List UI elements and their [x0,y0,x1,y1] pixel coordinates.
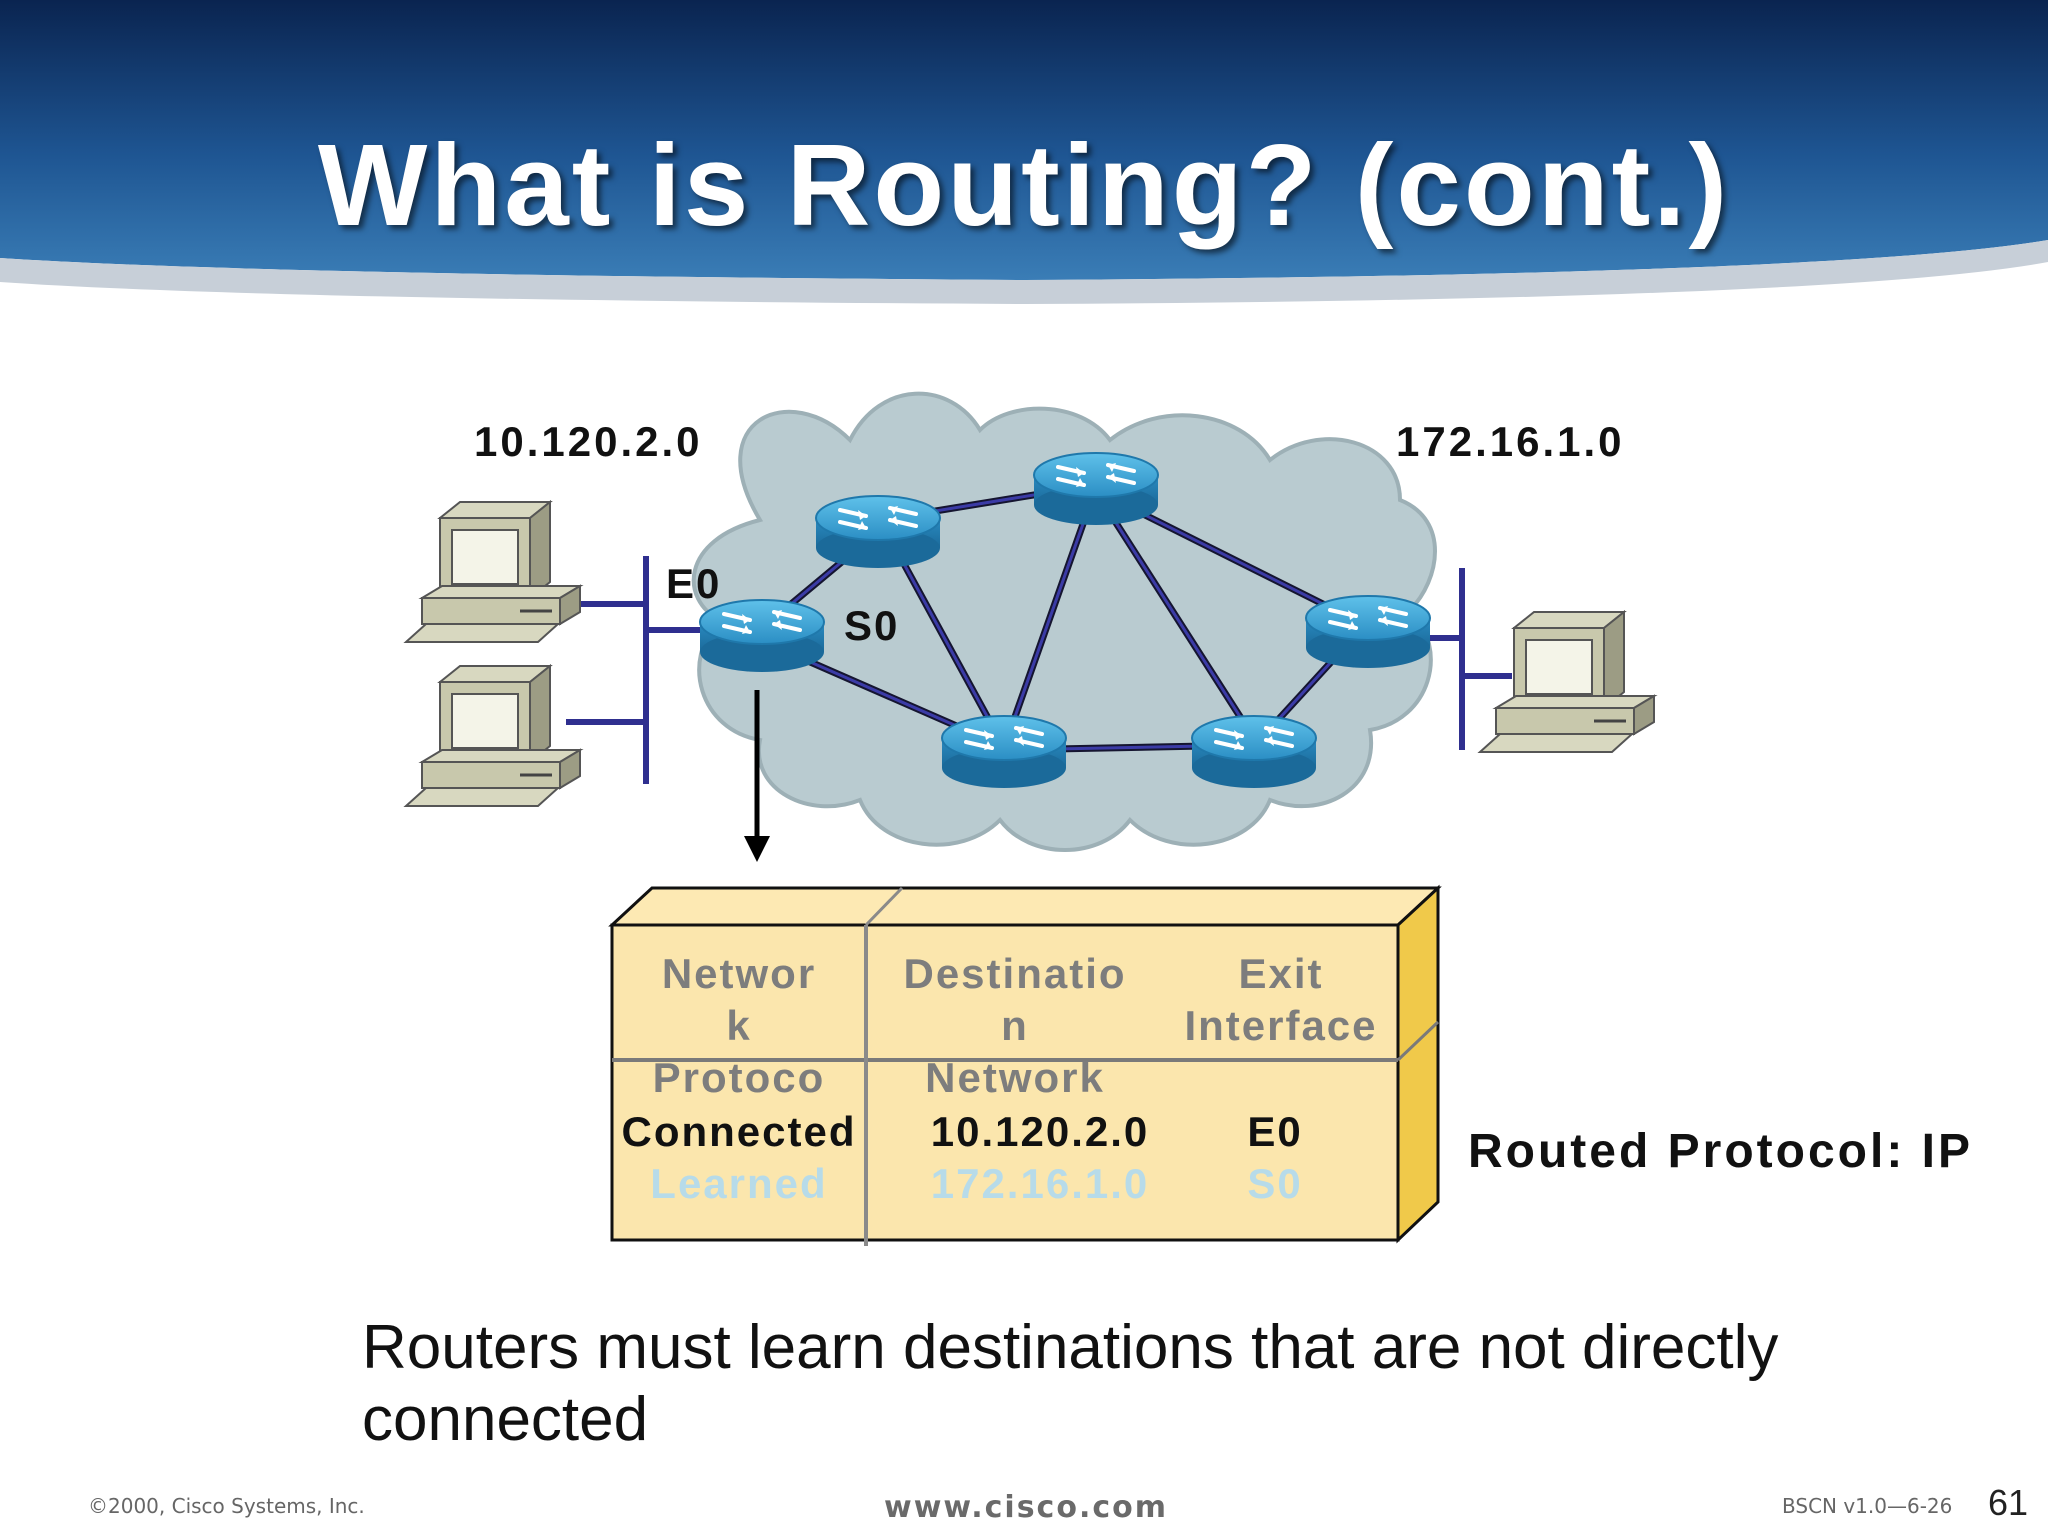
arrow-down-icon [744,690,770,862]
table-row-connected-exit: E0 [1247,1108,1303,1155]
router-icon [1190,714,1318,790]
table-header-destination: Destinatio n Network [903,950,1127,1101]
footer-course-code: BSCN v1.0—6-26 [1782,1494,1953,1518]
interface-label-s0: S0 [844,602,900,649]
table-row-learned-protocol: Learned [650,1160,828,1207]
router-icon [940,714,1068,790]
footer-copyright: ©2000, Cisco Systems, Inc. [88,1494,365,1518]
footer-url: www.cisco.com [884,1490,1168,1525]
table-row-learned-exit: S0 [1247,1160,1303,1207]
table-row-connected-protocol: Connected [621,1108,857,1155]
pc-icon [404,500,582,644]
table-header-exit: Exit Interface [1184,950,1378,1049]
table-header-protocol: Networ k Protoco l [652,950,826,1101]
routed-protocol-label: Routed Protocol: IP [1468,1125,1973,1178]
page-title: What is Routing? (cont.) [317,120,1731,250]
table-row-connected-destination: 10.120.2.0 [930,1108,1150,1155]
router-icon [1032,451,1160,527]
page-number: 61 [1987,1482,2028,1523]
routing-table-box [608,884,1442,1246]
bullet-text: Routers must learn destinations that are… [362,1313,1779,1454]
router-icon [1304,594,1432,670]
table-row-learned-destination: 172.16.1.0 [930,1160,1150,1207]
pc-icon [1478,610,1656,754]
interface-label-e0: E0 [666,560,722,607]
network-label-left: 10.120.2.0 [474,418,703,465]
title-banner [0,0,2048,304]
network-label-right: 172.16.1.0 [1396,418,1625,465]
router-icon [814,494,942,570]
router-icon [698,598,826,674]
pc-icon [404,664,582,808]
